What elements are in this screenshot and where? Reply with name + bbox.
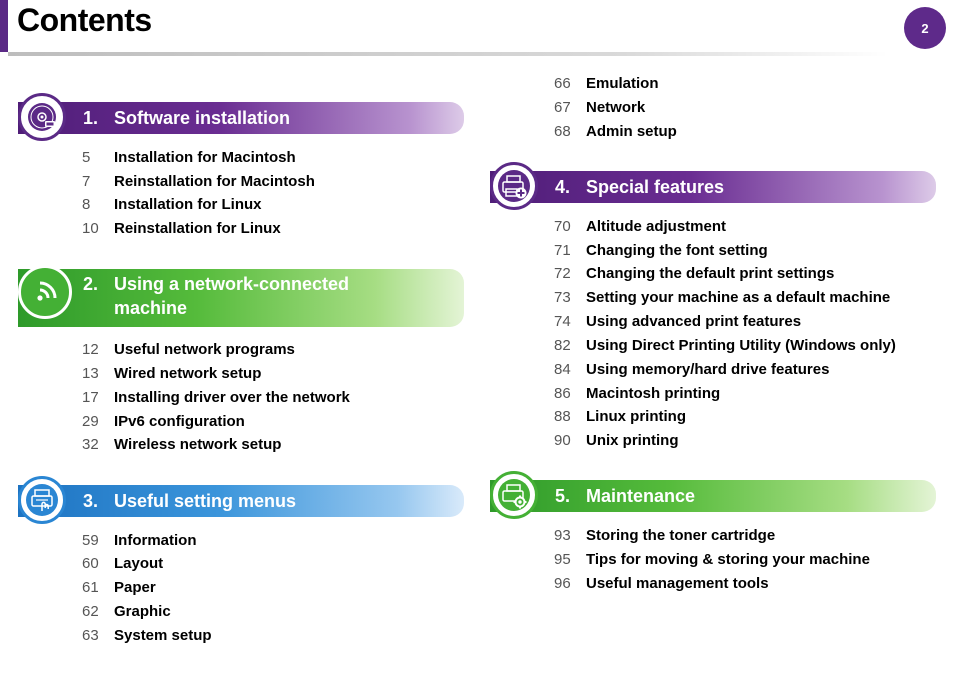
section-5-header[interactable]: 5.Maintenance — [490, 471, 936, 519]
section-2-header[interactable]: 2.Using a network-connected machine — [18, 265, 464, 327]
printer-plus-icon — [490, 162, 538, 210]
section-1-title: 1.Software installation — [83, 108, 291, 128]
section-2-title: 2.Using a network-connected machine — [83, 274, 350, 318]
section-4-title: 4.Special features — [555, 177, 725, 197]
printer-gear-icon — [490, 471, 538, 519]
page-title: Contents — [17, 2, 152, 38]
section-3-title: 3.Useful setting menus — [83, 491, 297, 511]
page-number-badge: 2 — [904, 7, 946, 49]
printer-touch-icon — [18, 476, 66, 524]
section-3-header[interactable]: 3.Useful setting menus — [18, 476, 464, 524]
disc-icon — [18, 93, 66, 141]
section-5-title: 5.Maintenance — [555, 486, 696, 506]
section-1-header[interactable]: 1.Software installation — [18, 93, 464, 141]
header-accent-bar — [0, 0, 8, 52]
section-4-header[interactable]: 4.Special features — [490, 162, 936, 210]
header-divider — [8, 52, 888, 56]
wifi-icon — [18, 265, 72, 319]
